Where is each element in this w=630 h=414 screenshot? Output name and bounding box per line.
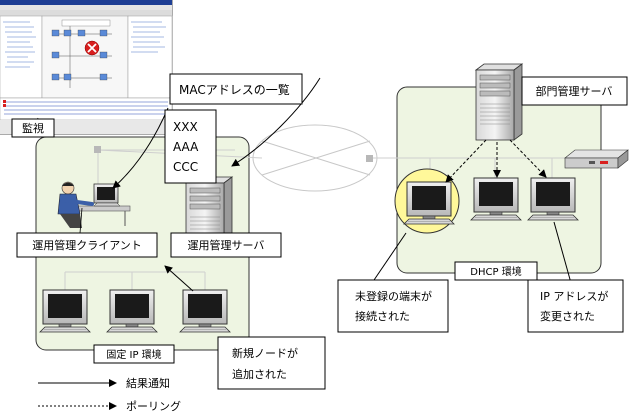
unregistered-callout-line1: 未登録の端末が xyxy=(355,289,432,303)
mac-entry-2: AAA xyxy=(173,140,199,154)
legend-result-notify-label: 結果通知 xyxy=(126,376,170,390)
fixed-ip-env-label-box: 固定 IP 環境 xyxy=(93,344,175,364)
mac-entry-3: CCC xyxy=(173,160,198,174)
dhcp-env-label: DHCP 環境 xyxy=(470,265,521,278)
mac-list-title: MACアドレスの一覧 xyxy=(179,83,290,97)
fixed-ip-env-label: 固定 IP 環境 xyxy=(106,348,161,361)
client-label-box: 運用管理クライアント xyxy=(16,232,158,258)
admin-server-label: 運用管理サーバ xyxy=(188,238,265,252)
new-node-callout-line2: 追加された xyxy=(232,367,287,381)
router-icon xyxy=(564,149,629,169)
client-pointer xyxy=(79,207,83,234)
mac-list-box: XXX AAA CCC xyxy=(164,109,217,184)
client-label: 運用管理クライアント xyxy=(32,238,142,252)
operator-icon xyxy=(57,181,131,228)
backbone-network xyxy=(94,124,600,192)
dept-server-icon xyxy=(475,63,523,141)
mac-entry-1: XXX xyxy=(173,120,198,134)
dept-server-label-box: 部門管理サーバ xyxy=(521,76,628,106)
kanshi-label-box: 監視 xyxy=(11,118,55,138)
new-node-callout: 新規ノードが 追加された xyxy=(217,336,326,390)
unregistered-callout: 未登録の端末が 接続された xyxy=(337,279,449,333)
app-screenshot-thumbnail xyxy=(0,0,173,135)
ip-changed-callout-pointer xyxy=(553,221,572,284)
new-node-callout-line1: 新規ノードが xyxy=(232,346,298,360)
ip-changed-callout: IP アドレスが 変更された xyxy=(527,279,624,333)
unregistered-callout-pointer xyxy=(371,232,407,284)
mac-list-title-box: MACアドレスの一覧 xyxy=(169,73,303,105)
notify-arrow-new-node xyxy=(164,265,194,292)
notify-arrow-to-client xyxy=(112,107,169,189)
notify-arrow-to-admin-server xyxy=(231,77,321,167)
ip-changed-callout-line2: 変更された xyxy=(540,309,595,323)
kanshi-label: 監視 xyxy=(22,121,44,135)
unregistered-callout-line2: 接続された xyxy=(355,309,410,323)
legend: 結果通知 ポーリング xyxy=(38,376,181,413)
dhcp-env-label-box: DHCP 環境 xyxy=(454,261,538,281)
legend-polling-label: ポーリング xyxy=(126,399,181,413)
fixed-ip-lan xyxy=(64,271,206,292)
dept-server-label: 部門管理サーバ xyxy=(536,84,613,98)
ip-changed-callout-line1: IP アドレスが xyxy=(540,289,608,303)
polling-arrows xyxy=(445,139,547,183)
admin-server-label-box: 運用管理サーバ xyxy=(170,232,282,258)
